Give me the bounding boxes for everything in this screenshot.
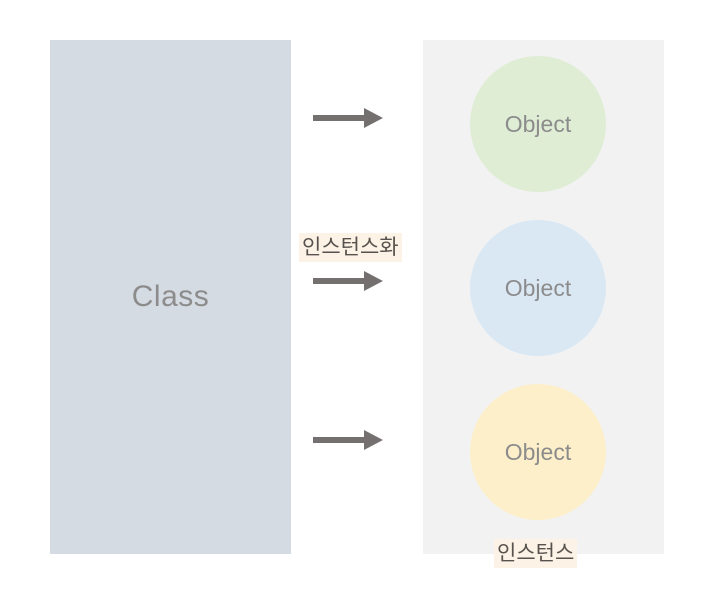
object-circle: Object	[470, 56, 606, 192]
instance-label: 인스턴스	[494, 539, 578, 568]
object-label: Object	[504, 110, 572, 137]
class-box: Class	[50, 40, 291, 554]
arrow-right-icon	[313, 106, 383, 130]
object-circle: Object	[470, 384, 606, 520]
object-label: Object	[504, 274, 572, 301]
instances-panel: Object Object Object	[423, 40, 664, 554]
class-label: Class	[131, 280, 210, 313]
arrow-right-icon	[313, 269, 383, 293]
object-label: Object	[504, 438, 572, 465]
arrow-right-icon	[313, 428, 383, 452]
instantiation-label: 인스턴스화	[299, 233, 402, 262]
object-circle: Object	[470, 220, 606, 356]
